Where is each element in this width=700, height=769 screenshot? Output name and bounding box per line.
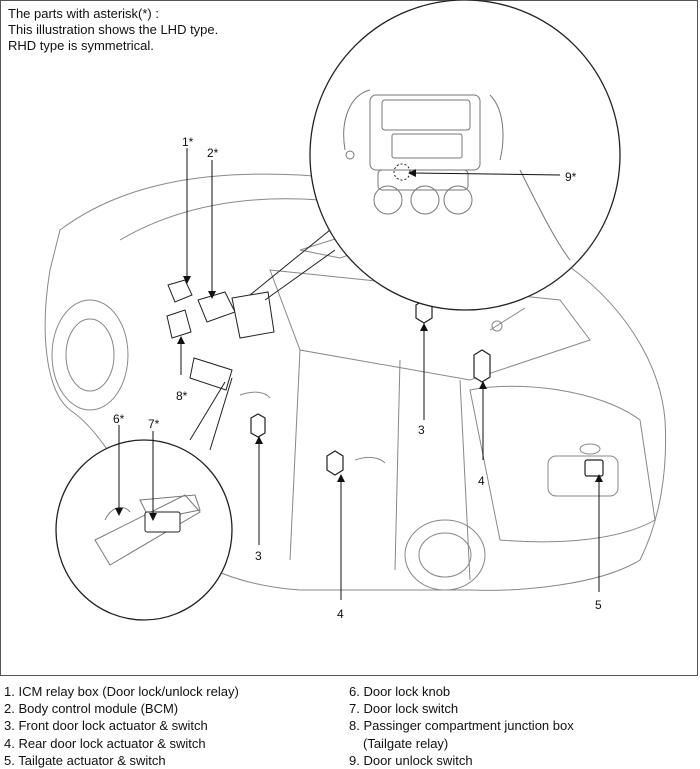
actuator-markers [250, 299, 604, 477]
asterisk-note: The parts with asterisk(*) : This illust… [8, 6, 218, 54]
legend-item: 1. ICM relay box (Door lock/unlock relay… [4, 684, 239, 699]
inset-leaders [189, 229, 336, 451]
legend-item: 8. Passinger compartment junction box [349, 718, 574, 734]
callout-3-front: 3 [255, 549, 262, 563]
note-line-2: This illustration shows the LHD type. [8, 22, 219, 37]
legend-item: 6. Door lock knob [349, 684, 451, 699]
callout-7: 7* [148, 417, 160, 431]
legend-right-column: 6. Door lock knob 7. Door lock switch 8.… [349, 683, 574, 769]
callout-3-rear: 3 [418, 423, 425, 437]
legend-item: 7. Door lock switch [349, 701, 459, 717]
callout-4-lower: 4 [337, 607, 344, 621]
note-line-1: The parts with asterisk(*) : [8, 6, 159, 21]
legend-item: 4. Rear door lock actuator & switch [4, 735, 206, 751]
callout-5: 5 [595, 598, 602, 612]
legend-item: 5. Tailgate actuator & switch [4, 752, 166, 768]
callout-4-rear: 4 [478, 474, 485, 488]
callout-arrows [115, 148, 603, 600]
vehicle-illustration: 1* 2* 3 3 4 4 5 6* 7* 8* 9* [44, 0, 667, 621]
door-panel-inset [55, 439, 233, 621]
interior-parts [166, 279, 275, 391]
note-line-3: RHD type is symmetrical. [8, 38, 154, 53]
callout-2: 2* [207, 146, 219, 160]
callout-1: 1* [182, 135, 194, 149]
legend-left-column: 1. ICM relay box (Door lock/unlock relay… [4, 683, 239, 769]
callout-9: 9* [565, 170, 577, 184]
diagram-frame [0, 0, 698, 676]
legend-item: 9. Door unlock switch [349, 752, 473, 768]
callout-8: 8* [176, 389, 188, 403]
dashboard-inset [309, 0, 621, 311]
callout-6: 6* [113, 412, 125, 426]
legend-item: 2. Body control module (BCM) [4, 701, 179, 717]
legend-item-continuation: (Tailgate relay) [363, 735, 449, 751]
legend-item: 3. Front door lock actuator & switch [4, 718, 208, 734]
